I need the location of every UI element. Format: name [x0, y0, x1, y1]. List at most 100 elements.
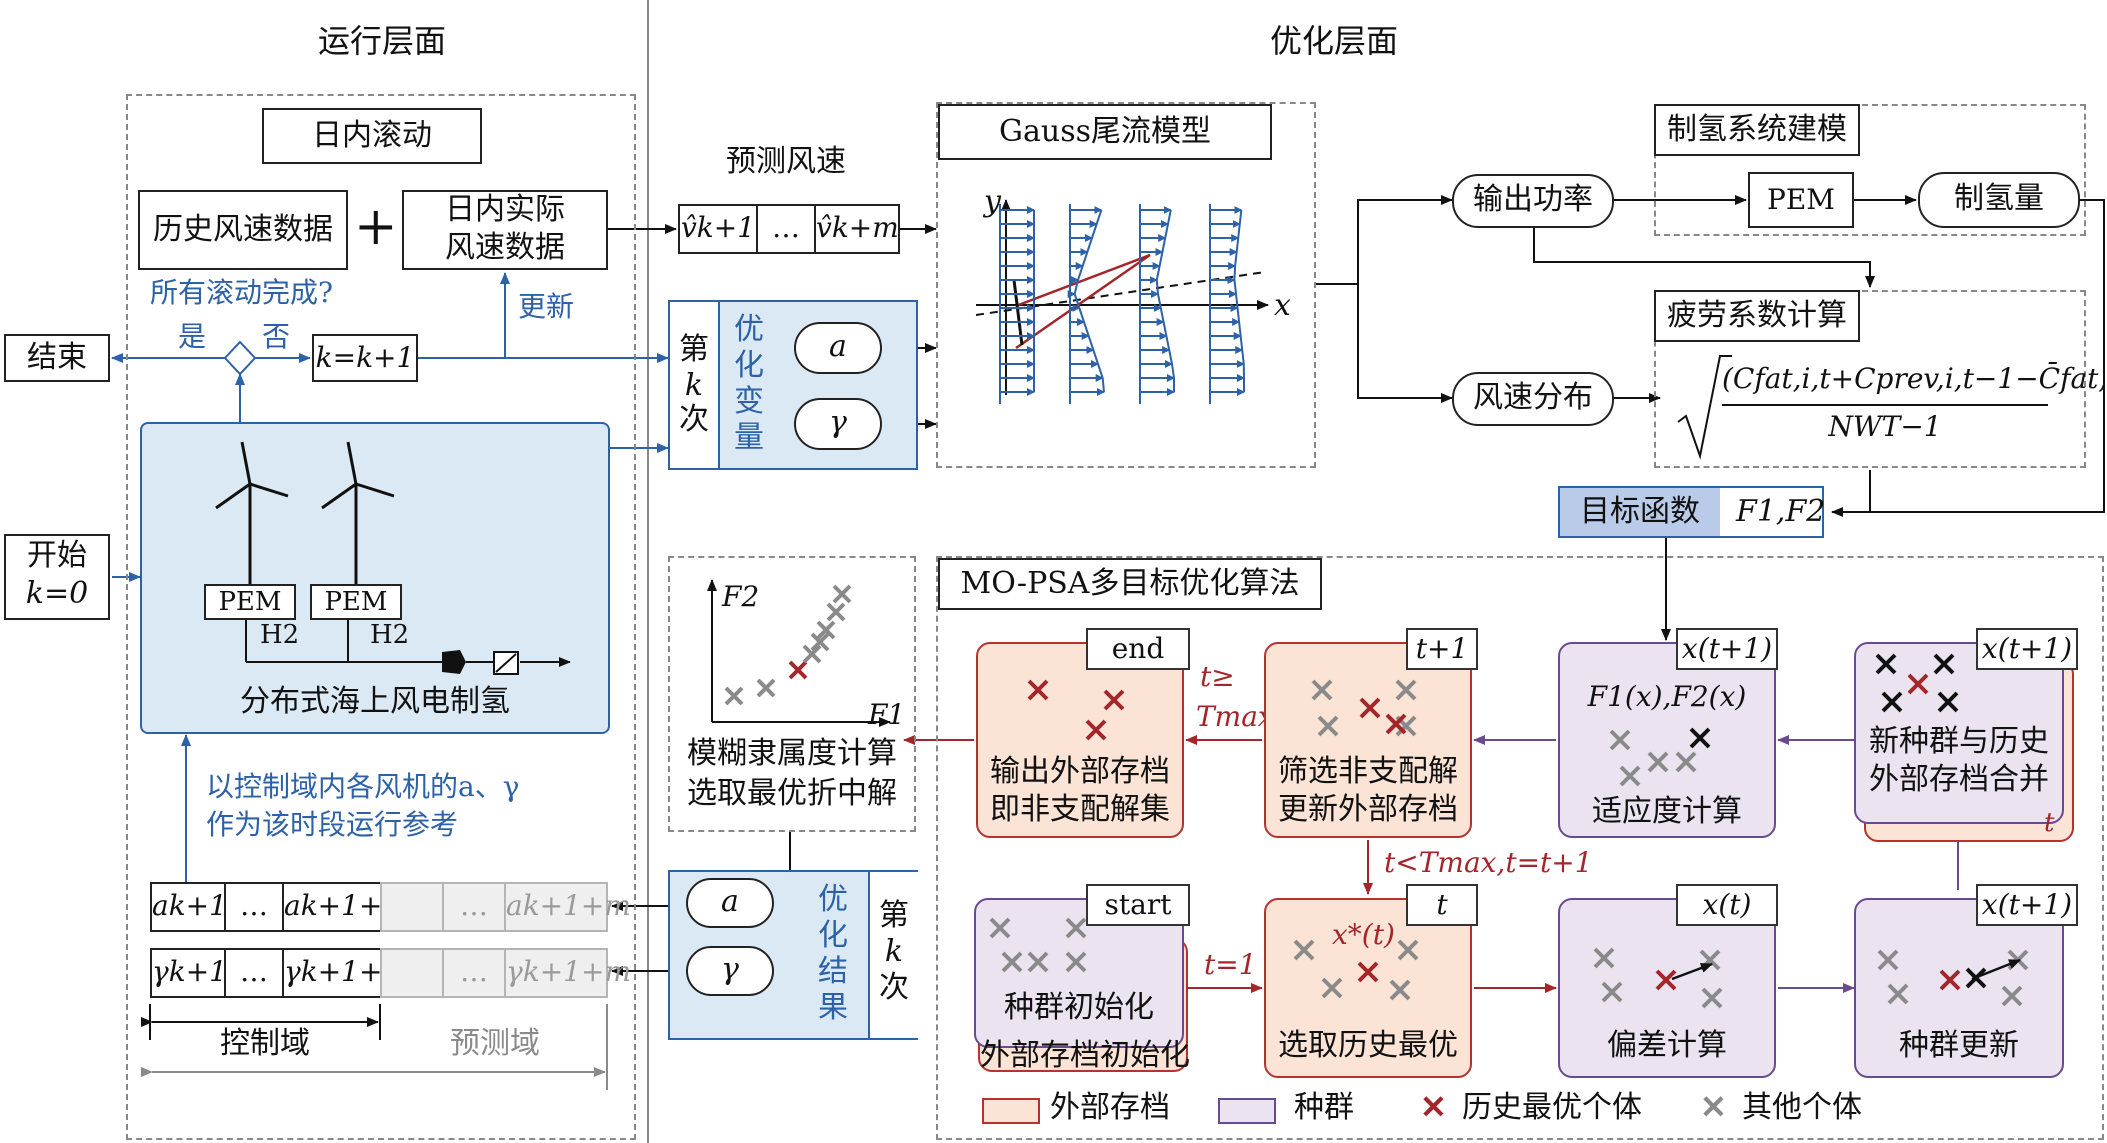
t-tag: t [1406, 884, 1478, 926]
fatigue-panel [1654, 290, 2086, 468]
update-population-label: 种群更新 [1899, 1028, 2019, 1063]
start-line2: k=0 [25, 576, 89, 611]
h2-to-objective-line [1831, 199, 2105, 517]
optvars-iteration-cell: 第 k 次 [670, 302, 720, 468]
filter-node [1264, 642, 1472, 838]
hydrogen-panel [1654, 104, 2086, 236]
pem-unit-1: PEM [204, 584, 296, 620]
deviation-label: 偏差计算 [1607, 1028, 1727, 1063]
stop-cond-line2: Tmax [1196, 700, 1274, 733]
legend-other-mark: ✕ [1700, 1088, 1727, 1126]
fitness-node [1558, 642, 1776, 838]
result-label: 优化结果 [818, 882, 848, 1025]
gauss-title: Gauss尾流模型 [938, 104, 1272, 160]
yes-label: 是 [178, 320, 207, 353]
predict-domain-label: 预测域 [450, 1026, 540, 1061]
decision-diamond [223, 340, 257, 376]
output-archive-node [976, 642, 1184, 838]
gauss-wake-plot [975, 199, 1269, 404]
pem-unit-2: PEM [310, 584, 402, 620]
start-tag: start [1086, 884, 1190, 926]
legend-ext-swatch [982, 1098, 1040, 1124]
gamma-seq-pred-end: γk+1+m [504, 948, 631, 998]
result-iter-2: 次 [879, 970, 909, 1005]
actual-data-line2: 风速数据 [445, 230, 565, 265]
xt1-tag-fitness: x(t+1) [1676, 628, 1778, 670]
result-iter-1: 第 [879, 898, 909, 933]
output-line2: 即非支配解集 [990, 792, 1170, 827]
fitness-label: 适应度计算 [1592, 794, 1742, 829]
result-a: a [686, 878, 774, 928]
fitness-formula: F1(x),F2(x) [1587, 680, 1747, 713]
fatigue-title: 疲劳系数计算 [1654, 290, 1860, 342]
pareto-other-mark [816, 620, 836, 640]
iteration-text: k=k+1 [315, 341, 415, 374]
result-iter-k: k [884, 934, 904, 969]
a-seq-ctrl-end: ak+1+n [282, 882, 400, 932]
mopsa-panel [936, 556, 2104, 1140]
filter-line1: 筛选非支配解 [1278, 754, 1458, 789]
a-seq-mid: … [224, 882, 284, 932]
gamma-seq-pred-mid: … [442, 948, 506, 998]
hydrogen-title: 制氢系统建模 [1654, 104, 1860, 156]
operations-panel [126, 94, 636, 1140]
merge-line1: 新种群与历史 [1869, 724, 2049, 759]
optvars-iter-2: 次 [679, 402, 709, 437]
xt1-tag-merge: x(t+1) [1976, 628, 2078, 670]
fatigue-formula-sqrt [1677, 355, 1732, 460]
result-box: a γ 优化结果 第 k 次 [668, 870, 918, 1040]
fuzzy-line2: 选取最优折中解 [687, 776, 897, 811]
optvars-iter-1: 第 [679, 332, 709, 367]
merge-line2: 外部存档合并 [1869, 762, 2049, 797]
stop-cond-line1: t≥ [1200, 660, 1235, 693]
formula-denominator: NWT−1 [1828, 410, 1942, 443]
end-tag: end [1086, 628, 1190, 670]
legend-other-label: 其他个体 [1742, 1090, 1862, 1125]
xt1-tag-update: x(t+1) [1976, 884, 2078, 926]
actual-data-line1: 日内实际 [445, 192, 565, 227]
a-seq-pred-end: ak+1+m [504, 882, 631, 932]
objective-box: 目标函数 F1,F2 [1558, 486, 1825, 538]
optvars-box: 第 k 次 优化变量 a γ [668, 300, 918, 470]
update-label: 更新 [518, 290, 575, 323]
select-best-label: 选取历史最优 [1278, 1028, 1458, 1063]
t-equals-1: t=1 [1204, 948, 1257, 981]
legend-pop-swatch [1218, 1098, 1276, 1124]
pem-node: PEM [1748, 172, 1854, 228]
result-gamma: γ [686, 946, 774, 996]
legend-best-label: 历史最优个体 [1462, 1090, 1642, 1125]
legend-best-mark: ✕ [1420, 1088, 1447, 1126]
gamma-seq-mid: … [224, 948, 284, 998]
xstar-label: x*(t) [1332, 918, 1395, 951]
pareto-f1: F1 [868, 698, 906, 731]
wake-profile-curve [1233, 209, 1245, 392]
fuzzy-panel [668, 556, 916, 832]
objective-label: 目标函数 [1560, 488, 1720, 536]
a-seq-pred-blank [380, 882, 444, 932]
filter-line2: 更新外部存档 [1278, 792, 1458, 827]
pareto-plot [707, 579, 891, 727]
optvars-gamma: γ [794, 398, 882, 450]
pareto-f2: F2 [722, 580, 760, 613]
wake-profile-curve [1155, 209, 1175, 392]
power-to-fatigue-line [1533, 226, 1875, 288]
forecast-mid: … [756, 204, 816, 254]
fuzzy-line1: 模糊隶属度计算 [687, 736, 897, 771]
left-layer-header: 运行层面 [318, 22, 447, 60]
gamma-seq-first: γk+1 [150, 948, 227, 998]
xt-tag: x(t) [1676, 884, 1778, 926]
system-caption: 分布式海上风电制氢 [240, 684, 510, 719]
history-data-box: 历史风速数据 [138, 190, 348, 270]
result-iteration-cell: 第 k 次 [868, 872, 918, 1038]
start-line1: 开始 [27, 538, 87, 573]
optvars-label: 优化变量 [734, 312, 764, 455]
wake-profile-curve [1073, 209, 1105, 393]
rolling-title: 日内滚动 [262, 108, 482, 164]
completion-question: 所有滚动完成? [150, 276, 334, 309]
gauss-to-winddist-line [1357, 284, 1453, 403]
start-box: 开始 k=0 [4, 534, 110, 620]
legend-ext-label: 外部存档 [1050, 1090, 1170, 1125]
wind-distribution-node: 风速分布 [1452, 372, 1614, 426]
output-line1: 输出外部存档 [990, 754, 1170, 789]
